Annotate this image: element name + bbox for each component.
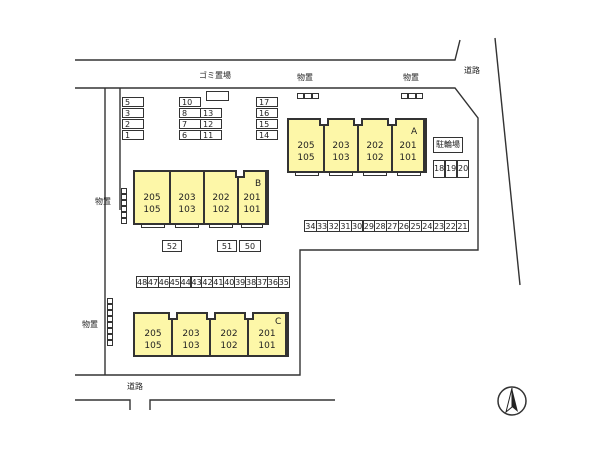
unit-203-103: 203 103 — [325, 120, 359, 171]
road-label-top: 道路 — [464, 66, 480, 75]
unit-203-103: 203 103 — [173, 314, 211, 355]
unit-205-105: 205 105 — [135, 314, 173, 355]
storage-shed-3 — [121, 188, 127, 224]
parking-12: 12 — [200, 119, 222, 129]
parking-20: 20 — [457, 160, 469, 178]
storage-shed-1 — [297, 93, 319, 99]
unit-202-102: 202 102 — [211, 314, 249, 355]
storage-shed-2 — [401, 93, 423, 99]
parking-6: 6 — [179, 130, 201, 140]
parking-17: 17 — [256, 97, 278, 107]
building-c: 205 105 203 103 202 102 C 201 101 — [133, 312, 289, 357]
parking-7: 7 — [179, 119, 201, 129]
building-a: 205 105 203 103 202 102 A 201 101 — [287, 118, 427, 176]
parking-2: 2 — [122, 119, 144, 129]
garbage-label: ゴミ置場 — [199, 71, 231, 80]
storage-label-4: 物置 — [82, 320, 98, 329]
parking-16: 16 — [256, 108, 278, 118]
unit-201-101: A 201 101 — [393, 120, 425, 171]
parking-52: 52 — [162, 240, 182, 252]
storage-label-1: 物置 — [297, 73, 313, 82]
parking-15: 15 — [256, 119, 278, 129]
storage-shed-4 — [107, 298, 113, 346]
parking-11: 11 — [200, 130, 222, 140]
parking-35: 35 — [277, 276, 290, 288]
parking-10: 10 — [179, 97, 201, 107]
parking-8: 8 — [179, 108, 201, 118]
unit-202-102: 202 102 — [205, 172, 239, 223]
unit-205-105: 205 105 — [135, 172, 171, 223]
parking-51: 51 — [217, 240, 237, 252]
storage-label-2: 物置 — [403, 73, 419, 82]
bike-parking: 駐輪場 — [433, 137, 463, 153]
parking-13: 13 — [200, 108, 222, 118]
unit-201-101: B 201 101 — [239, 172, 267, 223]
parking-18: 18 — [433, 160, 445, 178]
unit-201-101: C 201 101 — [249, 314, 287, 355]
parking-21: 21 — [456, 220, 469, 232]
parking-19: 19 — [445, 160, 457, 178]
unit-202-102: 202 102 — [359, 120, 393, 171]
parking-5: 5 — [122, 97, 144, 107]
parking-31: 31 — [339, 220, 352, 232]
unit-205-105: 205 105 — [289, 120, 325, 171]
parking-3: 3 — [122, 108, 144, 118]
parking-1: 1 — [122, 130, 144, 140]
garbage-area — [206, 91, 229, 101]
storage-label-3: 物置 — [95, 197, 111, 206]
parking-50: 50 — [239, 240, 261, 252]
north-arrow-icon — [497, 386, 527, 416]
building-b: 205 105 203 103 202 102 B 201 101 — [133, 170, 269, 228]
parking-14: 14 — [256, 130, 278, 140]
parking-28: 28 — [374, 220, 387, 232]
unit-203-103: 203 103 — [171, 172, 205, 223]
road-label-bottom: 道路 — [127, 382, 143, 391]
